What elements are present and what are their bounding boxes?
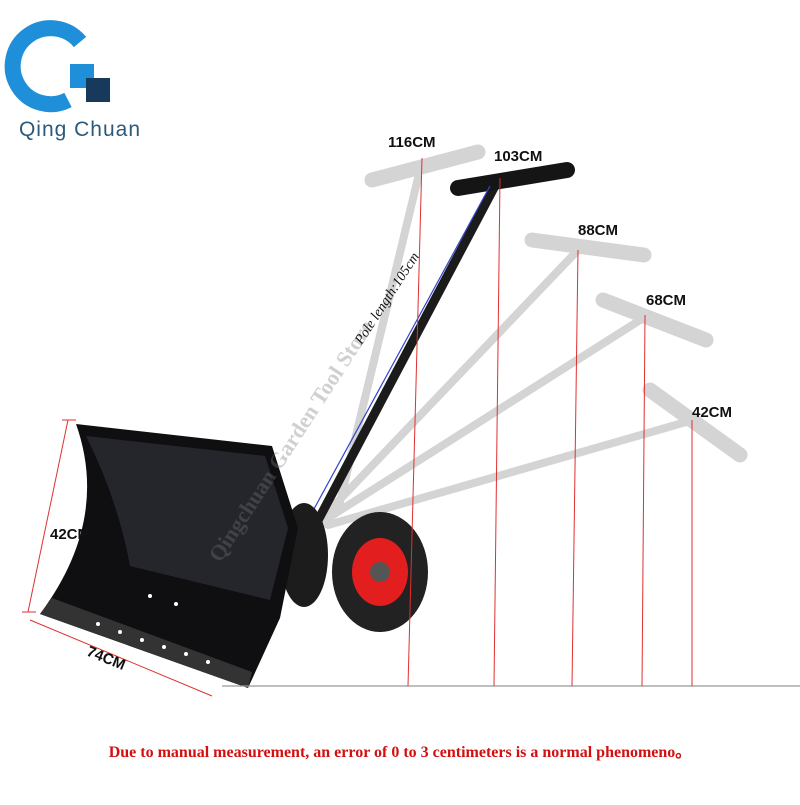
handle-height-42-label: 42CM (692, 404, 733, 421)
measure-lines (22, 157, 800, 697)
brand-name: Qing Chuan (18, 118, 142, 141)
measurement-note: Due to manual measurement, an error of 0… (108, 744, 692, 761)
handle-height-68-label: 68CM (646, 292, 687, 309)
ghost-handles (321, 144, 748, 529)
brand-logo (4, 20, 110, 113)
shovel-blade (40, 424, 298, 688)
handle-height-103-label: 103CM (494, 148, 543, 165)
handle-height-116-label: 116CM (388, 134, 436, 151)
wheel (280, 503, 428, 632)
handle-height-88-label: 88CM (578, 222, 619, 239)
blade-height-label: 42CM (50, 526, 91, 543)
shovel-pole (295, 162, 575, 550)
